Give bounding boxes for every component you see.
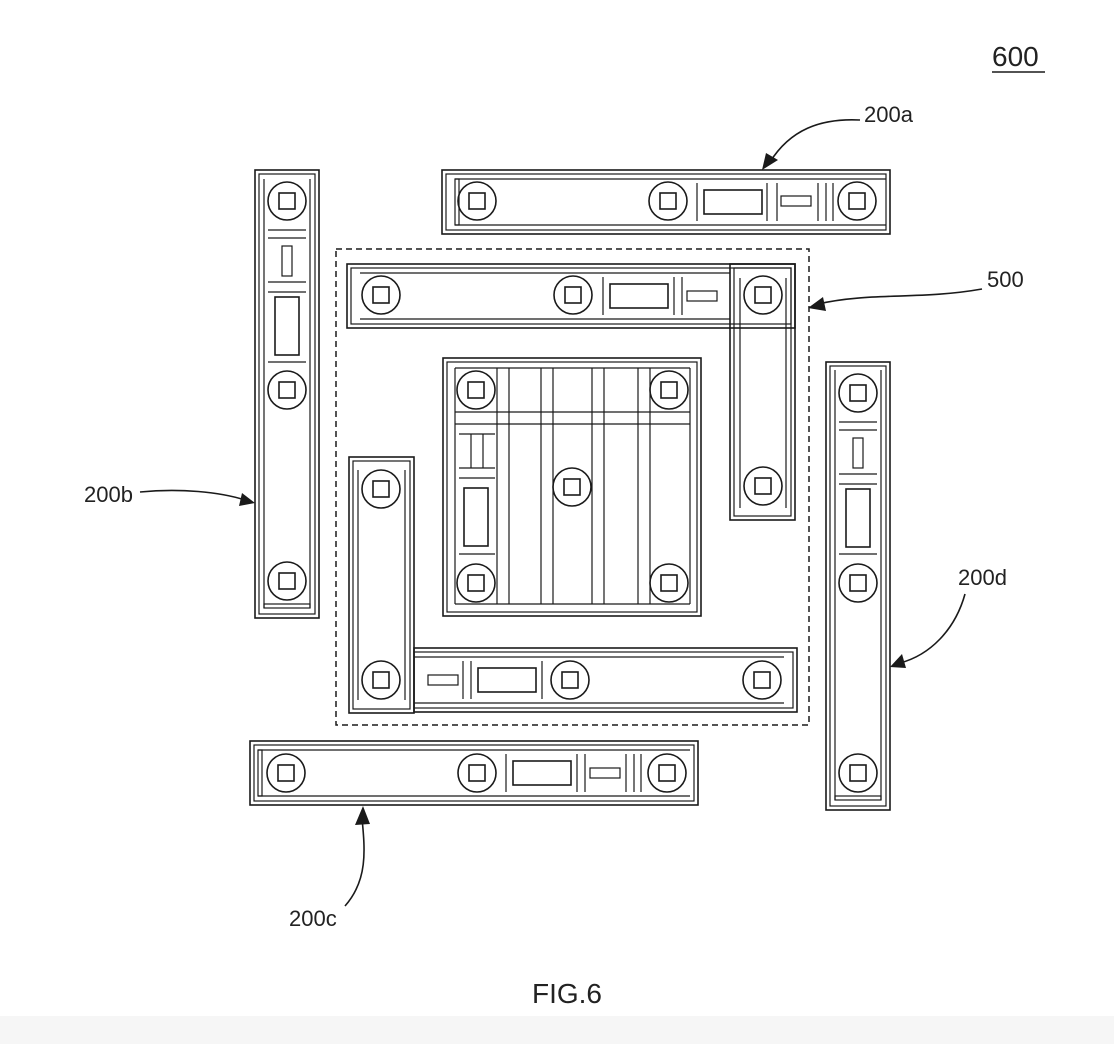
figure-caption: FIG.6 bbox=[532, 978, 602, 1009]
arrowhead-200b bbox=[239, 493, 255, 506]
label-200b: 200b bbox=[84, 482, 133, 507]
leader-200a bbox=[769, 119, 861, 163]
leader-500 bbox=[817, 288, 983, 305]
assembly-center-module bbox=[442, 357, 702, 617]
leader-200d bbox=[899, 593, 966, 664]
module-200d bbox=[825, 361, 891, 811]
arrowhead-200d bbox=[890, 654, 906, 668]
leader-200b bbox=[139, 489, 246, 501]
module-200b bbox=[254, 169, 320, 619]
assembly-left-bar bbox=[348, 456, 415, 714]
label-200c: 200c bbox=[289, 906, 337, 931]
label-500: 500 bbox=[987, 267, 1024, 292]
module-200a bbox=[441, 169, 891, 235]
arrowhead-500 bbox=[808, 297, 826, 311]
module-200c bbox=[249, 740, 699, 806]
assembly-top-bar bbox=[346, 263, 796, 329]
arrowhead-200a bbox=[762, 153, 778, 170]
assembly-right-bar bbox=[729, 263, 796, 521]
assembly-500-boundary bbox=[335, 248, 810, 726]
assembly-500 bbox=[335, 248, 810, 726]
figure-reference-number: 600 bbox=[992, 41, 1039, 72]
arrowhead-200c bbox=[355, 806, 370, 825]
label-200d: 200d bbox=[958, 565, 1007, 590]
leader-200c bbox=[344, 817, 365, 907]
label-200a: 200a bbox=[864, 102, 914, 127]
assembly-bottom-bar bbox=[413, 647, 798, 713]
